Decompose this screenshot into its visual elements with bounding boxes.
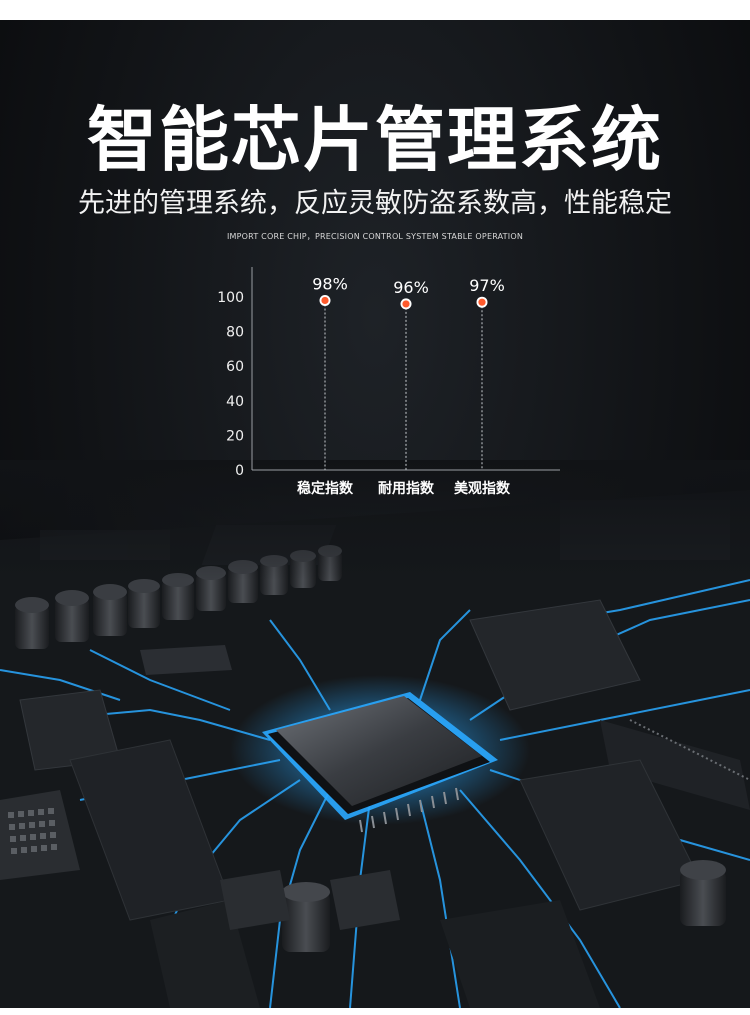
data-label: 96% [393, 278, 429, 297]
y-tick-label: 60 [226, 359, 244, 375]
x-category-labels: 稳定指数 耐用指数 美观指数 [297, 480, 511, 497]
right-components [220, 599, 750, 1008]
y-tick-label: 20 [226, 428, 244, 444]
poster-background: 智能芯片管理系统 先进的管理系统，反应灵敏防盗系数高，性能稳定 IMPORT C… [0, 20, 750, 1008]
performance-chart: 0 20 40 60 80 100 98% 96% 97% 稳定指数 耐用指数 美观指数 [217, 267, 560, 497]
data-point [478, 298, 486, 306]
page-tagline: IMPORT CORE CHIP，PRECISION CONTROL SYSTE… [226, 232, 524, 241]
y-tick-label: 80 [226, 325, 244, 341]
data-point [321, 296, 329, 305]
y-tick-label: 0 [235, 463, 244, 479]
circuit-board-illustration [0, 460, 750, 1008]
data-label: 98% [312, 274, 348, 293]
page-subtitle: 先进的管理系统，反应灵敏防盗系数高，性能稳定 [78, 188, 672, 219]
central-chip [230, 675, 530, 833]
page-title: 智能芯片管理系统 [87, 99, 663, 181]
y-tick-labels: 0 20 40 60 80 100 [217, 290, 244, 479]
chart-marks: 98% 96% 97% [312, 274, 505, 470]
y-tick-label: 40 [226, 394, 244, 410]
left-components [0, 645, 260, 1008]
chart-axes [251, 267, 560, 471]
data-label: 97% [469, 276, 505, 295]
x-category-label: 耐用指数 [378, 480, 435, 497]
x-category-label: 美观指数 [454, 480, 511, 497]
x-category-label: 稳定指数 [297, 480, 354, 497]
y-tick-label: 100 [217, 290, 244, 306]
data-point [402, 300, 410, 308]
